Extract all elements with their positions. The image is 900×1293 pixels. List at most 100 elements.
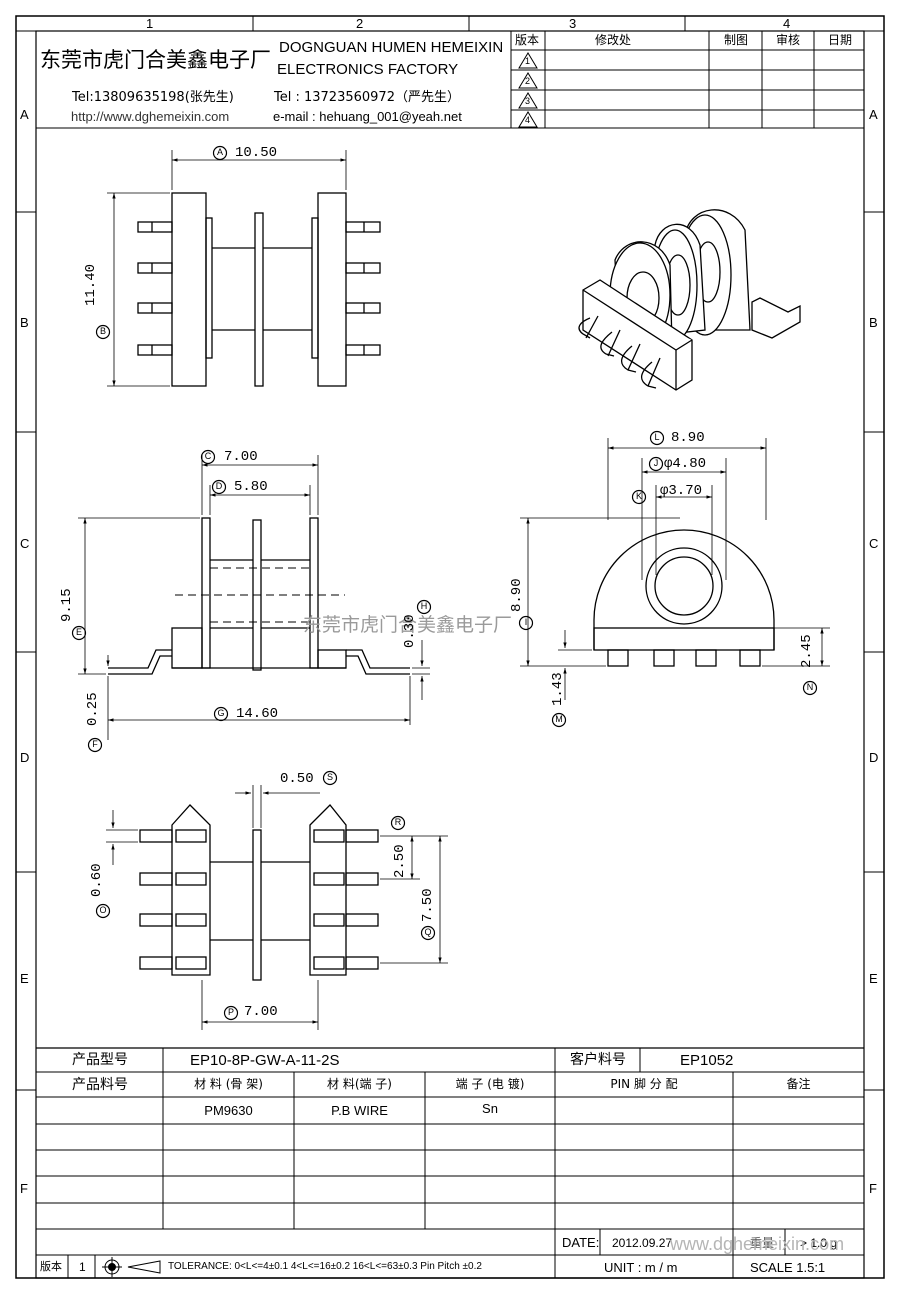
company-name-cn: 东莞市虎门合美鑫电子厂 xyxy=(40,48,271,72)
row-label-e-left: E xyxy=(20,971,29,986)
row-label-f-left: F xyxy=(20,1181,28,1196)
view-bottom xyxy=(106,785,448,1030)
revision-header-check: 审核 xyxy=(776,33,801,47)
customer-pn-value: EP1052 xyxy=(680,1052,734,1069)
plating-value: Sn xyxy=(482,1101,498,1116)
view-side xyxy=(78,455,430,740)
product-model-value: EP10-8P-GW-A-11-2S xyxy=(190,1052,340,1069)
dim-b-marker: B xyxy=(99,326,106,336)
scale-text: SCALE 1.5:1 xyxy=(750,1260,826,1275)
material-pin-value: P.B WIRE xyxy=(331,1103,388,1118)
bottom-view-pins xyxy=(139,829,379,970)
revision-number-1: 1 xyxy=(525,56,531,66)
view-isometric xyxy=(578,209,801,391)
revision-number-4: 4 xyxy=(525,115,531,125)
dim-c-value: 7.00 xyxy=(224,449,258,465)
row-label-d-left: D xyxy=(20,750,30,765)
col-remark: 备注 xyxy=(786,1077,811,1091)
dim-h-marker: H xyxy=(420,601,428,611)
row-label-d-right: D xyxy=(869,750,879,765)
row-label-e-right: E xyxy=(869,971,878,986)
top-view-pins xyxy=(137,221,381,356)
iso-pins xyxy=(578,315,661,389)
dim-a-value: 10.50 xyxy=(235,145,278,161)
company-name-en-1: DOGNGUAN HUMEN HEMEIXIN xyxy=(279,39,504,56)
dim-l-value: 8.90 xyxy=(671,430,705,446)
customer-pn-label: 客户料号 xyxy=(570,1052,626,1068)
revision-header-drawn: 制图 xyxy=(724,33,749,47)
row-label-c-right: C xyxy=(869,536,879,551)
row-label-c-left: C xyxy=(20,536,30,551)
footer-watermark-url: www.dghemeixin.com xyxy=(670,1234,845,1254)
dim-f-marker: F xyxy=(92,739,98,749)
product-model-label: 产品型号 xyxy=(72,1052,128,1068)
dim-q-marker: Q xyxy=(424,927,432,937)
view-top xyxy=(107,150,381,387)
dim-i-value: 8.90 xyxy=(509,578,525,612)
company-name-en-2: ELECTRONICS FACTORY xyxy=(277,61,459,78)
col-material-bobbin: 材 料 (骨 架) xyxy=(194,1077,263,1091)
dim-j-marker: J xyxy=(653,458,659,468)
watermark-text: 东莞市虎门合美鑫电子厂 xyxy=(303,614,513,636)
revision-header-date: 日期 xyxy=(828,33,853,47)
date-value: 2012.09.27 xyxy=(612,1236,673,1250)
row-label-f-right: F xyxy=(869,1181,877,1196)
dim-e-value: 9.15 xyxy=(59,588,75,622)
col-material-pin: 材 料(端 子) xyxy=(327,1077,392,1091)
dim-q-value: 7.50 xyxy=(420,888,436,922)
dim-c-marker: C xyxy=(204,451,212,461)
col-pin-assignment: PIN 脚 分 配 xyxy=(610,1077,678,1091)
dim-i-marker: I xyxy=(524,617,528,627)
dim-f-value: 0.25 xyxy=(85,692,101,726)
dim-g-value: 14.60 xyxy=(236,706,279,722)
dim-e-marker: E xyxy=(75,627,82,637)
dim-l-marker: L xyxy=(654,432,660,442)
dim-s-value: 0.50 xyxy=(280,771,314,787)
dim-d-value: 5.80 xyxy=(234,479,268,495)
dim-a-marker: A xyxy=(216,147,223,157)
column-label-1: 1 xyxy=(146,16,154,31)
column-label-3: 3 xyxy=(569,16,577,31)
version-value: 1 xyxy=(79,1260,86,1274)
dim-j-value: φ4.80 xyxy=(664,456,707,472)
dim-n-marker: N xyxy=(806,682,814,692)
dim-b-value: 11.40 xyxy=(83,263,99,306)
dim-p-value: 7.00 xyxy=(244,1004,278,1020)
dim-k-marker: K xyxy=(635,491,642,501)
revision-header-version: 版本 xyxy=(515,33,540,47)
revision-header-change: 修改处 xyxy=(595,33,632,47)
weight-value: > 1.0 g xyxy=(800,1236,838,1250)
title-block xyxy=(36,31,864,129)
view-front xyxy=(520,438,830,700)
front-view-pins xyxy=(607,649,761,667)
company-email[interactable]: e-mail : hehuang_001@yeah.net xyxy=(273,109,462,124)
version-label: 版本 xyxy=(40,1260,62,1273)
dimension-marker-circles xyxy=(71,145,818,1021)
company-website[interactable]: http://www.dghemeixin.com xyxy=(71,109,230,124)
unit-text: UNIT : m / m xyxy=(604,1260,678,1275)
row-label-b-right: B xyxy=(869,315,878,330)
row-label-a-left: A xyxy=(20,107,29,122)
column-label-2: 2 xyxy=(356,16,364,31)
column-label-4: 4 xyxy=(783,16,791,31)
dim-r-marker: R xyxy=(394,817,402,827)
date-label: DATE: xyxy=(562,1235,600,1250)
company-tel-2: Tel : 13723560972（严先生） xyxy=(274,90,460,105)
product-pn-label: 产品料号 xyxy=(72,1077,128,1093)
dim-p-marker: P xyxy=(227,1007,234,1017)
dim-m-value: 1.43 xyxy=(550,672,566,706)
weight-label: 重量 xyxy=(750,1236,775,1250)
revision-number-3: 3 xyxy=(525,96,531,106)
dim-r-value: 2.50 xyxy=(392,844,408,878)
col-plating: 端 子 (电 镀) xyxy=(455,1077,525,1091)
dim-k-value: φ3.70 xyxy=(660,483,703,499)
company-tel-1: Tel:13809635198(张先生) xyxy=(72,90,234,105)
drawing-frame xyxy=(15,15,885,1279)
dim-o-marker: O xyxy=(99,905,107,915)
tolerance-text: TOLERANCE: 0<L<=4±0.1 4<L<=16±0.2 16<L<=… xyxy=(168,1261,482,1272)
revision-number-2: 2 xyxy=(525,76,531,86)
dim-h-value: 0.30 xyxy=(402,614,418,648)
dim-n-value: 2.45 xyxy=(799,634,815,668)
dim-g-marker: G xyxy=(217,708,225,718)
